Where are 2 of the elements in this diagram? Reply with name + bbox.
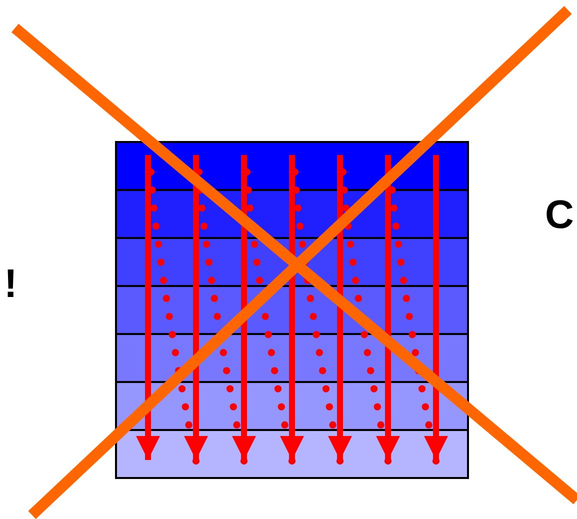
heading-text: ! xyxy=(4,262,18,306)
heading-text: C xyxy=(545,193,574,237)
